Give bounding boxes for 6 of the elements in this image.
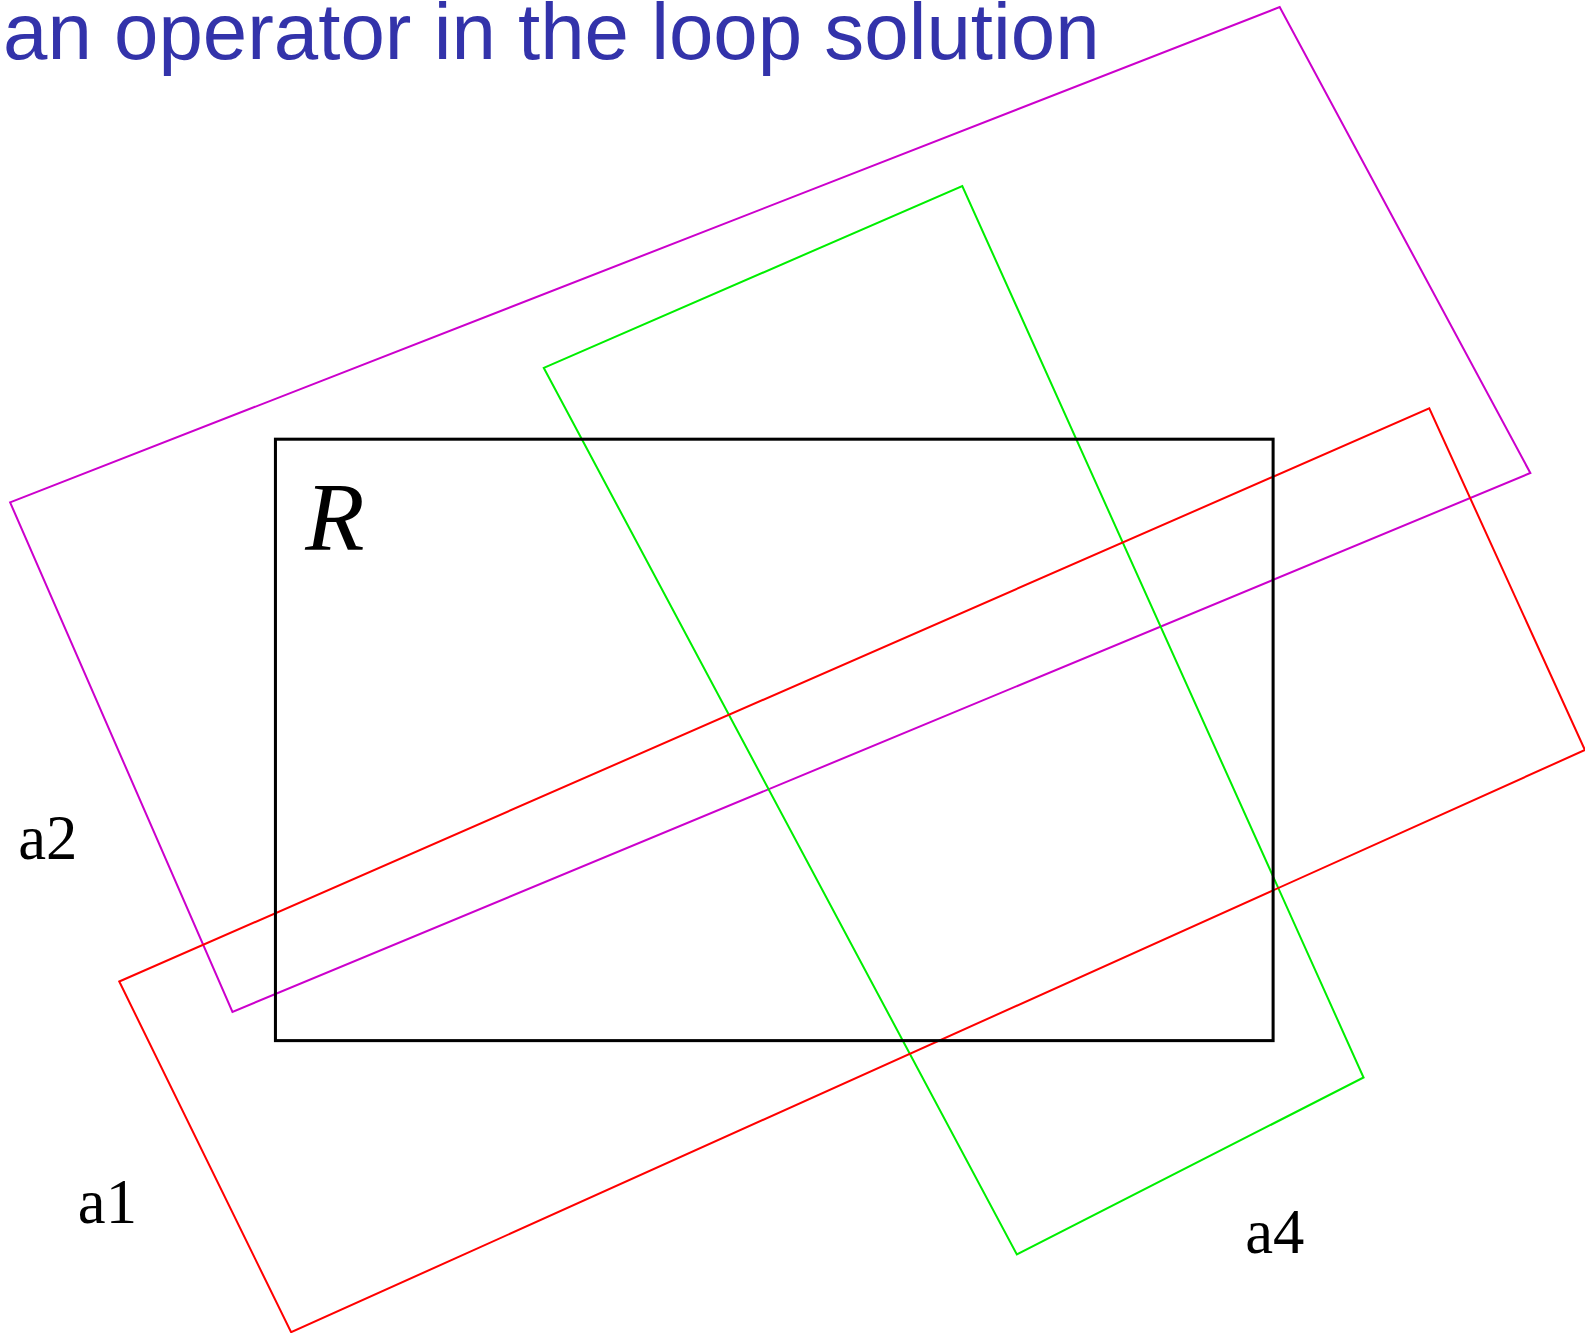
diagram-title: an operator in the loop solution <box>3 0 1100 76</box>
region-rectangle <box>273 437 1275 1043</box>
region-label: R <box>305 469 365 567</box>
shape-label: a2 <box>18 806 78 870</box>
shape-label: a4 <box>1245 1200 1305 1264</box>
shape-label: a1 <box>77 1170 137 1234</box>
